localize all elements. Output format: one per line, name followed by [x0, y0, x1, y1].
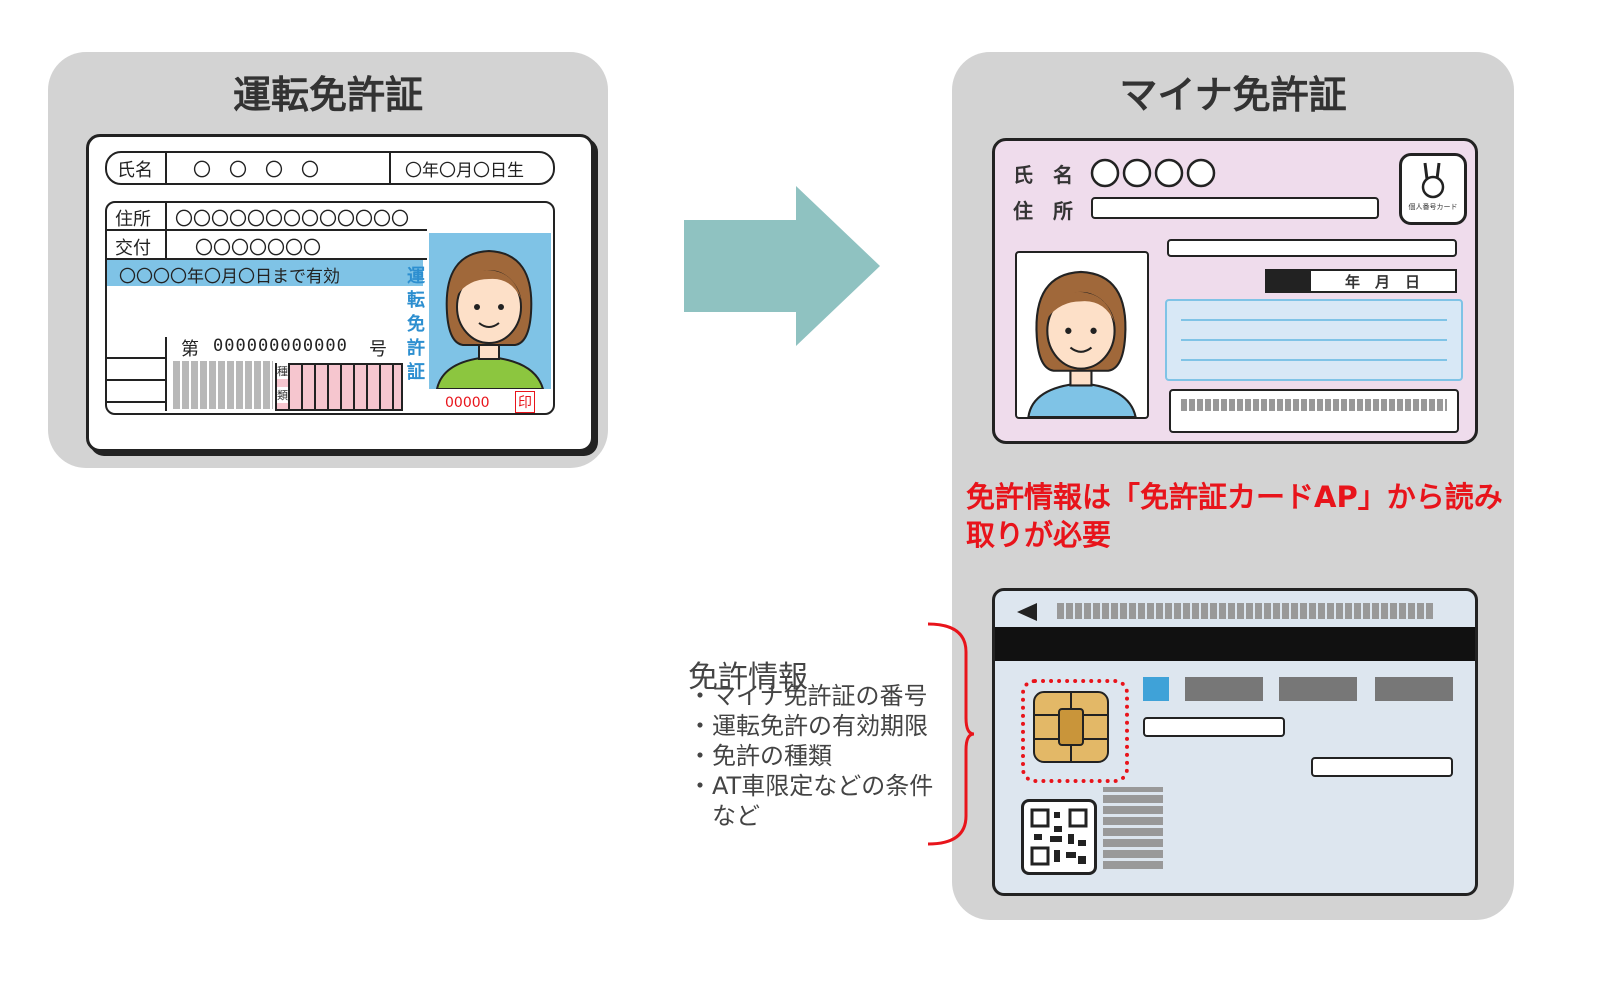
issue-value: 〇〇〇〇〇〇〇 — [195, 238, 321, 259]
license-number-suffix: 号 — [369, 339, 387, 360]
person-portrait-icon — [1027, 270, 1137, 417]
vertical-title-char: 運 — [407, 266, 425, 287]
gray-block — [1375, 677, 1453, 701]
gray-block — [1185, 677, 1263, 701]
drivers-license-card: 氏名 〇 〇 〇 〇 〇年〇月〇日生 住所 〇〇〇〇〇〇〇〇〇〇〇〇〇 交付 〇… — [86, 134, 594, 452]
my-number-card-front: 氏 名 住 所 個人番号カード 年 月 日 — [992, 138, 1478, 444]
rabbit-logo-icon: 個人番号カード — [1399, 153, 1467, 225]
address-field — [1091, 197, 1379, 219]
divider — [165, 337, 167, 411]
address-label: 住所 — [115, 209, 151, 230]
info-box-line — [1181, 319, 1447, 321]
triangle-left-icon — [1017, 603, 1037, 621]
drivers-license-title: 運転免許証 — [232, 73, 423, 117]
front-name-label: 氏 名 — [1013, 163, 1073, 187]
name-circles — [1090, 158, 1216, 188]
license-photo — [429, 233, 551, 389]
license-number-prefix: 第 — [181, 339, 199, 360]
info-title: 免許情報 — [688, 660, 808, 695]
back-dot-grid — [1103, 787, 1163, 869]
arrow-right-icon — [684, 186, 880, 346]
info-item: ・マイナ免許証の番号 — [688, 682, 928, 710]
divider — [105, 357, 165, 359]
info-box-line — [1181, 359, 1447, 361]
name-row — [105, 151, 555, 185]
info-item: ・AT車限定などの条件 — [688, 772, 934, 800]
blue-square — [1143, 677, 1169, 701]
qr-code-icon — [1021, 799, 1097, 875]
date-field-black — [1267, 271, 1311, 291]
magnetic-stripe — [995, 627, 1475, 661]
divider — [105, 379, 165, 381]
divider — [105, 401, 165, 403]
vertical-title-char: 証 — [407, 362, 425, 383]
address-value: 〇〇〇〇〇〇〇〇〇〇〇〇〇 — [175, 209, 409, 230]
name-label: 氏名 — [117, 160, 153, 181]
brace-icon — [927, 622, 975, 846]
divider — [165, 151, 167, 185]
vertical-title: 運 転 免 許 証 — [405, 265, 427, 385]
gray-block — [1279, 677, 1357, 701]
code-strip-dots — [1181, 399, 1447, 411]
bottom-number: 00000 — [445, 395, 490, 411]
type-label-1: 種 — [277, 363, 288, 379]
drivers-license-panel: 運転免許証 氏名 〇 〇 〇 〇 〇年〇月〇日生 住所 〇〇〇〇〇〇〇〇〇〇〇〇… — [48, 52, 608, 468]
back-field-2 — [1311, 757, 1453, 777]
person-portrait-icon — [435, 249, 545, 389]
date-labels: 年 月 日 — [1345, 273, 1421, 291]
vertical-title-char: 免 — [407, 314, 425, 335]
divider — [165, 201, 167, 259]
note-text: 免許情報は「免許証カードAP」から読み取りが必要 — [966, 480, 1503, 552]
chip-highlight — [1021, 679, 1129, 783]
info-item: ・運転免許の有効期限 — [688, 712, 928, 740]
date-field: 年 月 日 — [1265, 269, 1457, 293]
vertical-title-char: 転 — [407, 290, 425, 311]
info-item: など — [688, 802, 760, 830]
vertical-title-char: 許 — [407, 338, 425, 359]
logo-text: 個人番号カード — [1408, 203, 1458, 211]
validity-text: 〇〇〇〇年〇月〇日まで有効 — [119, 267, 340, 287]
front-field-1 — [1167, 239, 1457, 257]
front-photo — [1015, 251, 1149, 419]
license-type-grid — [275, 363, 403, 411]
divider — [105, 258, 427, 260]
my-number-license-title: マイナ免許証 — [1119, 73, 1347, 117]
divider — [389, 151, 391, 185]
back-top-dots — [1057, 603, 1435, 619]
license-main-frame — [105, 201, 555, 415]
type-label-2: 類 — [277, 387, 288, 403]
front-address-label: 住 所 — [1013, 199, 1073, 223]
name-value: 〇 〇 〇 〇 — [193, 160, 319, 181]
divider — [105, 229, 427, 231]
validity-band — [107, 260, 423, 286]
license-number: 000000000000 — [213, 336, 348, 356]
back-field-1 — [1143, 717, 1285, 737]
info-box-line — [1181, 339, 1447, 341]
seal: 印 — [515, 391, 535, 413]
front-code-strip — [1169, 389, 1459, 433]
issue-label: 交付 — [115, 238, 151, 259]
birth-date: 〇年〇月〇日生 — [405, 161, 524, 181]
my-number-card-back — [992, 588, 1478, 896]
info-box-blue — [1165, 299, 1463, 381]
ic-chip-icon — [1033, 691, 1109, 763]
info-item: ・免許の種類 — [688, 742, 832, 770]
code-rows — [173, 361, 273, 409]
